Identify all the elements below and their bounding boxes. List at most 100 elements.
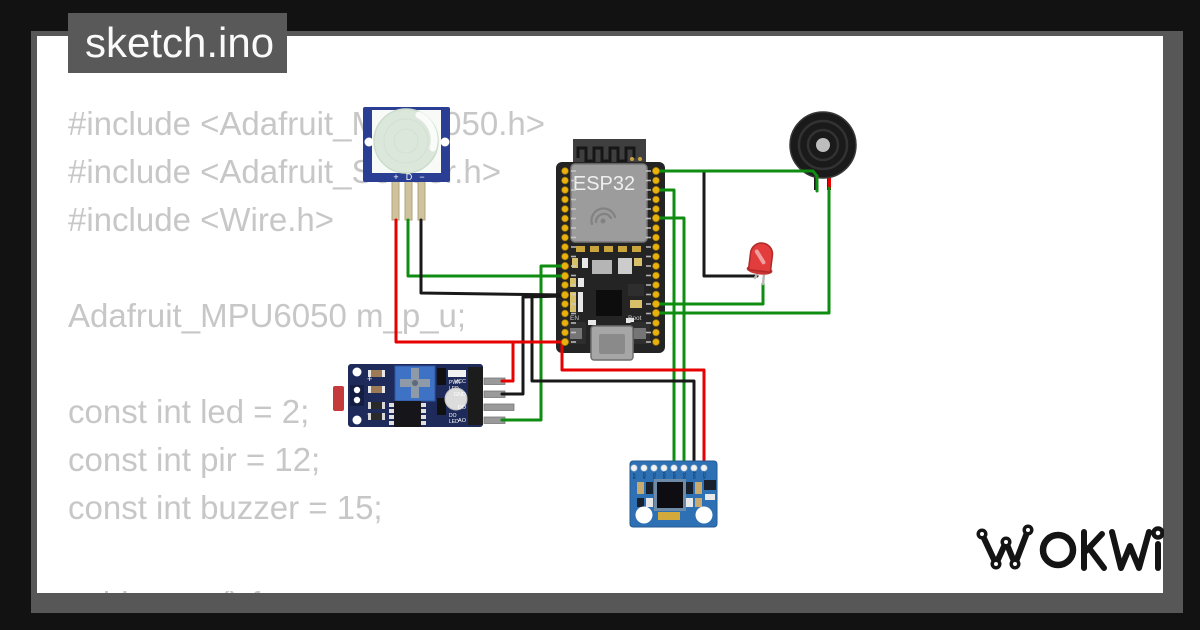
esp32-pin[interactable] bbox=[561, 224, 569, 232]
mpu-gold-pad bbox=[658, 512, 680, 520]
esp32-pin[interactable] bbox=[561, 205, 569, 213]
sketch-filename: sketch.ino bbox=[85, 19, 275, 66]
mpu-pin-label: GND bbox=[692, 470, 696, 479]
ldr-ic-chip bbox=[389, 401, 426, 427]
esp32-pin[interactable] bbox=[652, 224, 660, 232]
esp32-pin[interactable] bbox=[652, 338, 660, 346]
wire-pir-out[interactable] bbox=[406, 218, 567, 278]
ldr-pwr-led bbox=[448, 370, 466, 377]
esp32-pin[interactable] bbox=[561, 319, 569, 327]
esp32-shield bbox=[570, 163, 648, 243]
connected-pin[interactable] bbox=[652, 214, 660, 222]
wire-ldr-vcc[interactable] bbox=[500, 340, 515, 383]
esp32-pin-label-mark bbox=[646, 217, 651, 220]
wire-pir-gnd[interactable] bbox=[419, 218, 567, 297]
wire-led-sig[interactable] bbox=[654, 282, 765, 306]
esp32-pin[interactable] bbox=[652, 262, 660, 270]
esp32-pin-label-mark bbox=[646, 293, 651, 296]
led-red[interactable] bbox=[746, 242, 776, 286]
esp32-pin[interactable] bbox=[561, 328, 569, 337]
esp32-pin-label-mark bbox=[646, 265, 651, 267]
wire-mpu-vcc[interactable] bbox=[560, 342, 706, 468]
esp32-pin[interactable] bbox=[561, 167, 569, 175]
mpu-pin-scl[interactable] bbox=[680, 464, 688, 472]
esp32-pin[interactable] bbox=[652, 176, 660, 185]
pir-sensor[interactable]: + D − bbox=[363, 107, 450, 221]
esp32-pin[interactable] bbox=[561, 176, 569, 185]
esp32-pin[interactable] bbox=[652, 281, 660, 289]
esp32-pin-label-mark bbox=[571, 341, 576, 343]
esp32-pin[interactable] bbox=[561, 214, 569, 223]
esp32-pin[interactable] bbox=[652, 243, 660, 251]
esp32-pin[interactable] bbox=[561, 186, 569, 194]
esp32-pin[interactable] bbox=[561, 300, 569, 308]
code-line: void setup() { bbox=[68, 580, 545, 593]
ldr-mounting-hole bbox=[352, 367, 362, 377]
mpu-pin-xcl[interactable] bbox=[650, 464, 658, 472]
esp32-board[interactable]: ESP32 EN Boot bbox=[556, 139, 665, 361]
mpu-pin-int[interactable] bbox=[630, 464, 638, 472]
esp32-pin-label-mark bbox=[646, 179, 651, 182]
connected-pin[interactable] bbox=[561, 272, 569, 280]
mpu-pin-gnd[interactable] bbox=[690, 464, 698, 472]
ldr-mounting-hole bbox=[352, 415, 362, 425]
esp32-pin-label-mark bbox=[571, 189, 576, 191]
esp32-pin[interactable] bbox=[652, 233, 660, 242]
mpu-pin-sda[interactable] bbox=[670, 464, 678, 472]
esp32-pin[interactable] bbox=[561, 252, 569, 261]
connected-pin[interactable] bbox=[652, 309, 660, 317]
ldr-pin-label-vcc: VCC bbox=[454, 379, 466, 385]
esp32-pin-label-mark bbox=[646, 274, 651, 277]
pir-dome-highlight bbox=[415, 111, 438, 152]
connected-pin[interactable] bbox=[652, 186, 660, 194]
wire-mpu-scl[interactable] bbox=[654, 216, 686, 468]
esp32-pin[interactable] bbox=[561, 233, 569, 242]
buzzer[interactable] bbox=[789, 111, 857, 190]
esp32-pin-label-mark bbox=[571, 179, 576, 182]
esp32-pin[interactable] bbox=[561, 281, 569, 289]
wire-mpu-gnd[interactable] bbox=[530, 293, 696, 468]
esp32-smd-components bbox=[570, 246, 644, 325]
sketch-filename-tab: sketch.ino bbox=[68, 13, 287, 73]
connected-pin[interactable] bbox=[652, 300, 660, 308]
esp32-pin[interactable] bbox=[652, 290, 660, 299]
ldr-pin-block bbox=[468, 367, 483, 425]
esp32-pin-label-mark bbox=[646, 246, 651, 248]
esp32-pin[interactable] bbox=[652, 319, 660, 327]
esp32-pin[interactable] bbox=[561, 195, 569, 204]
connected-pin[interactable] bbox=[652, 167, 660, 175]
mpu-pin-ad0[interactable] bbox=[640, 464, 648, 472]
connected-pin[interactable] bbox=[561, 338, 569, 346]
wire-mpu-sda[interactable] bbox=[654, 188, 676, 468]
mpu-pin-label: VCC bbox=[702, 471, 706, 479]
wire-buzzer-sig[interactable] bbox=[654, 186, 831, 315]
mpu-pin-vcc[interactable] bbox=[700, 464, 708, 472]
esp32-pin-label-mark bbox=[646, 341, 651, 343]
pir-pin-header bbox=[391, 180, 400, 221]
esp32-pin[interactable] bbox=[652, 195, 660, 204]
esp32-pin[interactable] bbox=[561, 243, 569, 251]
esp32-pin-label-mark bbox=[571, 274, 576, 277]
esp32-pin[interactable] bbox=[652, 252, 660, 261]
esp32-pin[interactable] bbox=[652, 205, 660, 213]
esp32-pin[interactable] bbox=[652, 328, 660, 337]
esp32-pin[interactable] bbox=[561, 309, 569, 318]
esp32-pin-label-mark bbox=[571, 331, 576, 334]
esp32-pin[interactable] bbox=[652, 271, 660, 280]
esp32-pin-label-mark bbox=[646, 208, 651, 210]
connected-pin[interactable] bbox=[561, 291, 569, 299]
mpu-pin-xda[interactable] bbox=[660, 464, 668, 472]
logo-w2 bbox=[1109, 529, 1152, 571]
ldr-sensor-module[interactable]: + − PWR LED bbox=[333, 364, 515, 427]
led-highlight bbox=[754, 249, 766, 265]
esp32-pin-label-mark bbox=[646, 303, 651, 305]
mpu-pin-label: AD0 bbox=[642, 472, 646, 479]
wire-pir-vcc[interactable] bbox=[394, 218, 567, 344]
pir-mounting-hole bbox=[440, 137, 450, 147]
connected-pin[interactable] bbox=[561, 262, 569, 270]
wire-led-gnd[interactable] bbox=[654, 169, 759, 278]
wire-buzzer-gnd[interactable] bbox=[654, 169, 819, 193]
